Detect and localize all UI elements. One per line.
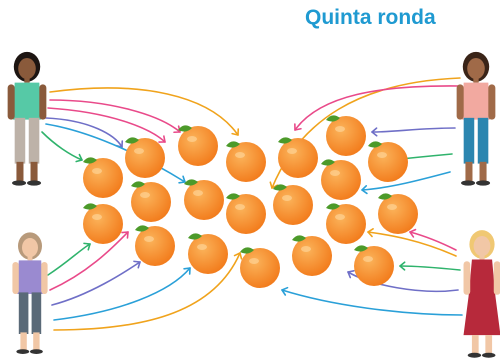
orange xyxy=(368,141,408,182)
arrow xyxy=(41,131,83,163)
orange xyxy=(226,193,266,234)
arrow xyxy=(367,228,457,257)
person-bottom-right xyxy=(463,230,500,358)
orange xyxy=(131,181,171,222)
orange xyxy=(326,203,366,244)
oranges-layer xyxy=(83,115,418,288)
arrow xyxy=(53,252,243,331)
orange xyxy=(83,203,123,244)
page-title: Quinta ronda xyxy=(305,6,436,29)
orange xyxy=(354,245,394,286)
person-top-left xyxy=(7,51,47,186)
orange xyxy=(135,225,175,266)
orange xyxy=(226,141,266,182)
orange xyxy=(273,184,313,225)
orange xyxy=(292,235,332,276)
orange xyxy=(326,115,366,156)
orange xyxy=(378,193,418,234)
arrow xyxy=(281,286,463,316)
arrow xyxy=(371,127,456,137)
orange xyxy=(240,247,280,288)
arrow xyxy=(45,123,186,184)
orange xyxy=(188,233,228,274)
orange xyxy=(83,157,123,198)
orange xyxy=(184,179,224,220)
arrow xyxy=(294,85,461,131)
arrow xyxy=(49,231,129,291)
arrow xyxy=(49,99,181,134)
orange xyxy=(321,159,361,200)
orange xyxy=(125,137,165,178)
arrow xyxy=(361,171,451,195)
orange xyxy=(278,137,318,178)
arrow xyxy=(51,260,141,306)
arrow xyxy=(47,107,166,143)
arrow xyxy=(409,228,457,251)
arrow xyxy=(49,87,240,136)
person-bottom-left xyxy=(12,232,48,354)
arrows-layer xyxy=(41,77,463,331)
arrow xyxy=(53,267,191,321)
arrow xyxy=(347,269,459,293)
orange xyxy=(178,125,218,166)
arrow xyxy=(47,242,91,276)
people-layer xyxy=(7,51,500,358)
person-top-right xyxy=(456,51,496,186)
arrow xyxy=(399,261,461,271)
